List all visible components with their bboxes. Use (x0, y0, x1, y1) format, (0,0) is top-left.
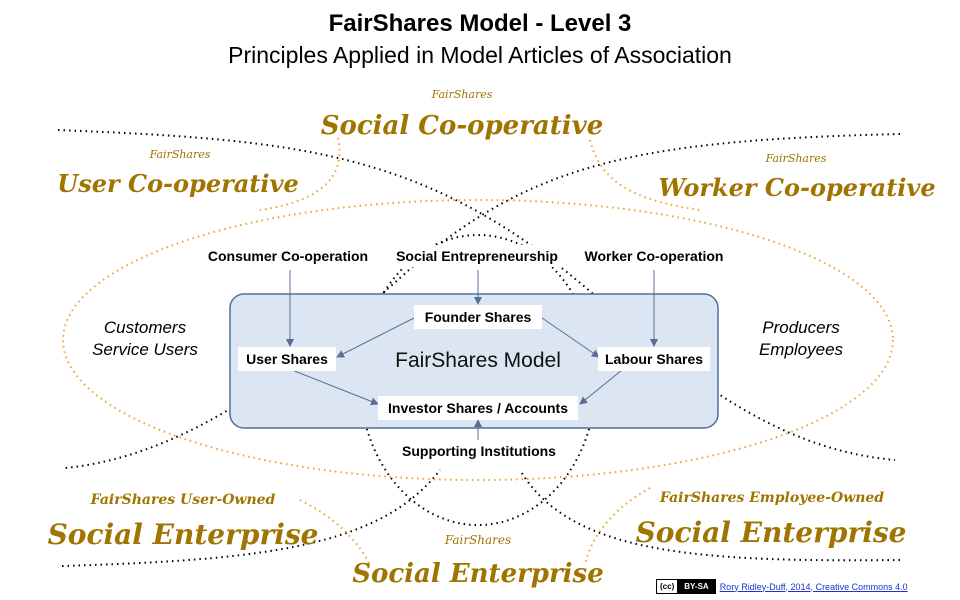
consumer-cooperation-label: Consumer Co-operation (208, 248, 368, 264)
by-sa-label: BY-SA (678, 580, 715, 593)
worker-coop-title: Worker Co-operative (658, 173, 935, 202)
social-entrepreneurship-label: Social Entrepreneurship (396, 248, 558, 264)
arrow-founder-to-user (336, 317, 415, 358)
customers-label: Customers (104, 318, 187, 337)
producers-label: Producers (762, 318, 840, 337)
social-coop-small: FairShares (431, 88, 493, 101)
license-credit-link[interactable]: Rory Ridley-Duff, 2014, Creative Commons… (719, 581, 908, 592)
social-label-bg (386, 245, 568, 267)
cc-icon: (cc) (657, 580, 679, 593)
orange-curve-top-right (589, 139, 701, 211)
page-subtitle: Principles Applied in Model Articles of … (228, 42, 732, 68)
user-shares-label: User Shares (246, 351, 328, 367)
arrow-user-to-investor (291, 369, 379, 406)
service-users-label: Service Users (92, 340, 198, 359)
social-enterprise-small: FairShares (444, 533, 511, 547)
social-coop-title: Social Co-operative (321, 111, 604, 141)
investor-shares-label: Investor Shares / Accounts (388, 400, 568, 416)
arrow-founder-to-labour (541, 317, 600, 358)
user-owned-title: Social Enterprise (48, 518, 319, 551)
employee-owned-small: FairShares Employee-Owned (659, 490, 884, 506)
user-owned-small: FairShares User-Owned (90, 492, 276, 508)
investor-shares-box (378, 396, 578, 420)
employee-owned-title: Social Enterprise (636, 516, 907, 549)
worker-label-bg (576, 245, 732, 267)
labour-shares-box (598, 347, 710, 371)
worker-cooperation-label: Worker Co-operation (585, 248, 724, 264)
employees-label: Employees (759, 340, 844, 359)
page-title: FairShares Model - Level 3 (328, 10, 632, 37)
orange-big-ellipse (62, 199, 894, 481)
model-label: FairShares Model (395, 349, 561, 372)
consumer-label-bg (200, 245, 376, 267)
founder-shares-box (414, 305, 542, 329)
worker-coop-small: FairShares (765, 152, 827, 165)
social-enterprise-title: Social Enterprise (352, 559, 604, 589)
license-footer: (cc) BY-SA Rory Ridley-Duff, 2014, Creat… (656, 579, 908, 594)
founder-shares-label: Founder Shares (425, 309, 532, 325)
model-box (229, 293, 719, 429)
supporting-institutions-label: Supporting Institutions (402, 443, 556, 459)
supporting-label-bg (396, 440, 562, 462)
labour-shares-label: Labour Shares (605, 351, 703, 367)
user-coop-title: User Co-operative (57, 169, 298, 198)
user-shares-box (238, 347, 336, 371)
user-coop-small: FairShares (149, 148, 211, 161)
cc-by-sa-badge[interactable]: (cc) BY-SA (656, 579, 716, 594)
arrow-labour-to-investor (579, 369, 623, 405)
